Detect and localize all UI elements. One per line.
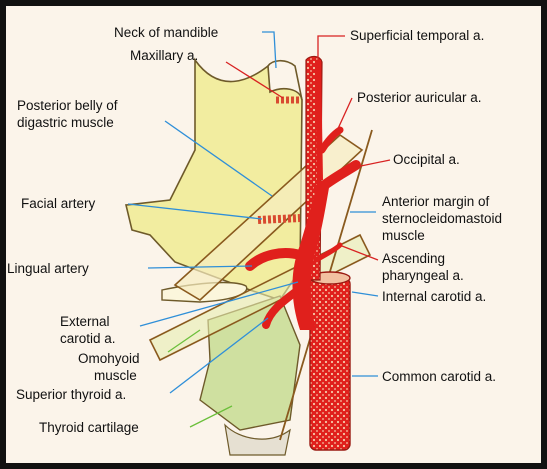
label-posterior-belly-2: digastric muscle: [17, 115, 114, 130]
label-thyroid-cartilage: Thyroid cartilage: [39, 420, 139, 435]
label-omohyoid-1: Omohyoid: [78, 351, 140, 366]
label-facial-artery: Facial artery: [21, 196, 96, 211]
facial-branch: [258, 218, 300, 220]
label-posterior-belly-1: Posterior belly of: [17, 98, 118, 113]
label-maxillary-artery: Maxillary a.: [130, 48, 198, 63]
label-neck-of-mandible: Neck of mandible: [114, 25, 218, 40]
label-superficial-temporal: Superficial temporal a.: [350, 28, 484, 43]
label-anterior-margin-2: sternocleidomastoid: [382, 211, 502, 226]
carotid-branches-diagram: Neck of mandible Maxillary a. Posterior …: [6, 6, 541, 463]
label-external-carotid-1: External: [60, 314, 110, 329]
label-lingual-artery: Lingual artery: [7, 261, 89, 276]
label-external-carotid-2: carotid a.: [60, 331, 116, 346]
label-superior-thyroid: Superior thyroid a.: [16, 387, 126, 402]
label-posterior-auricular: Posterior auricular a.: [357, 90, 482, 105]
superficial-temporal-branch: [318, 60, 320, 180]
label-internal-carotid: Internal carotid a.: [382, 289, 486, 304]
label-anterior-margin-3: muscle: [382, 228, 425, 243]
common-carotid-vessel: [310, 278, 350, 450]
label-anterior-margin-1: Anterior margin of: [382, 194, 490, 209]
label-ascending-pharyngeal-2: pharyngeal a.: [382, 268, 464, 283]
label-ascending-pharyngeal-1: Ascending: [382, 251, 445, 266]
label-common-carotid: Common carotid a.: [382, 369, 496, 384]
label-omohyoid-2: muscle: [94, 368, 137, 383]
label-occipital: Occipital a.: [393, 152, 460, 167]
